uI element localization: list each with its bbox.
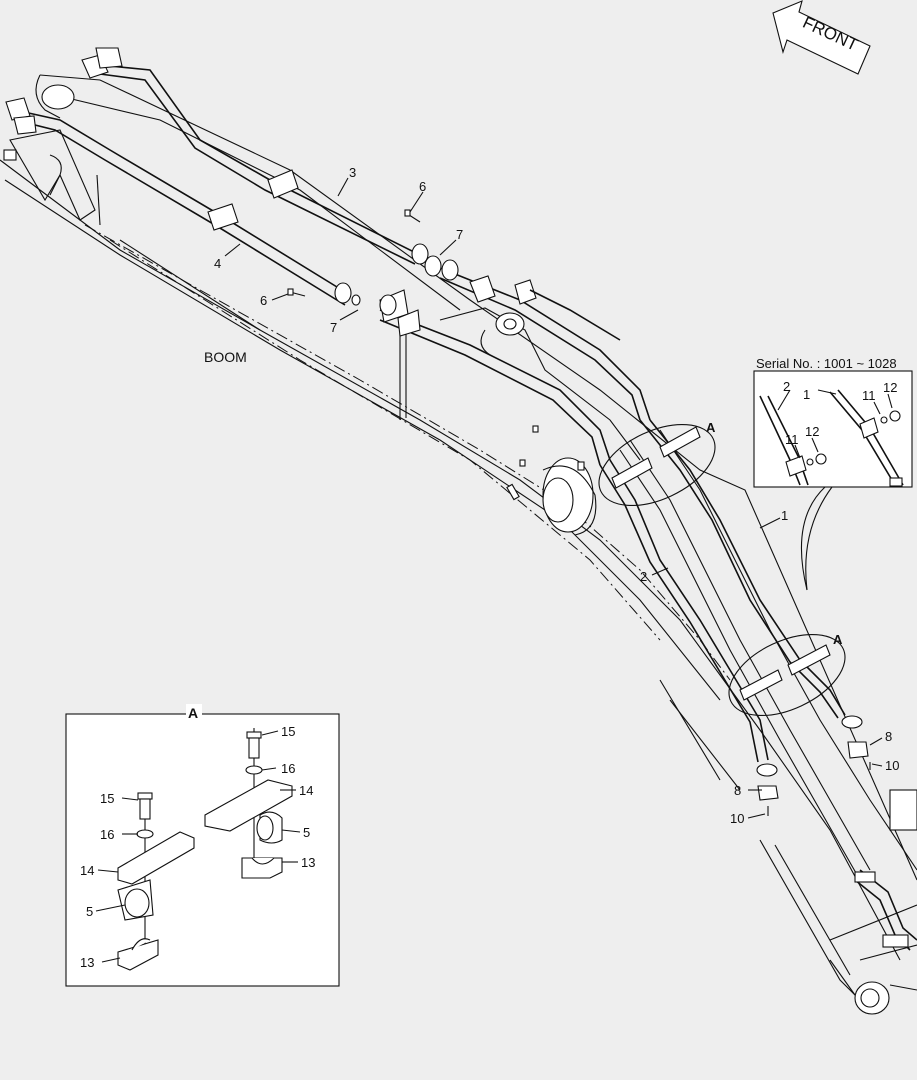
callout-4: 4 [214, 256, 221, 271]
callout-5-right: 5 [303, 825, 310, 840]
boom-label: BOOM [204, 349, 247, 365]
callout-labels: 3 6 7 4 6 7 BOOM A A 1 2 8 10 8 10 2 1 1… [80, 165, 899, 970]
callout-3: 3 [349, 165, 356, 180]
callout-14-right: 14 [299, 783, 313, 798]
callout-16-left: 16 [100, 827, 114, 842]
callout-12-inset-left: 12 [805, 424, 819, 439]
callout-5-left: 5 [86, 904, 93, 919]
boom-body [0, 74, 917, 1015]
callout-6-lower: 6 [260, 293, 267, 308]
callout-7-upper: 7 [456, 227, 463, 242]
callout-13-right: 13 [301, 855, 315, 870]
callout-6-upper: 6 [419, 179, 426, 194]
callout-2-main: 2 [640, 569, 647, 584]
clamp-group-lower [728, 634, 846, 716]
callout-a-upper: A [706, 420, 716, 435]
callout-11-inset-right: 11 [862, 388, 876, 403]
callout-10-right: 10 [885, 758, 899, 773]
callout-8-left: 8 [734, 783, 741, 798]
callout-8-right: 8 [885, 729, 892, 744]
callout-10-left: 10 [730, 811, 744, 826]
callout-11-inset-left: 11 [785, 432, 799, 447]
leader-lines [95, 177, 893, 963]
callout-a-lower: A [833, 632, 843, 647]
callout-15-right: 15 [281, 724, 295, 739]
front-direction-arrow: FRONT [772, 0, 871, 75]
callout-14-left: 14 [80, 863, 94, 878]
callout-13-left: 13 [80, 955, 94, 970]
detail-a-title: A [188, 705, 198, 721]
clamp-group-upper [598, 424, 716, 506]
callout-16-right: 16 [281, 761, 295, 776]
callout-12-inset-right: 12 [883, 380, 897, 395]
callout-7-lower: 7 [330, 320, 337, 335]
callout-15-left: 15 [100, 791, 114, 806]
pipe-group-upper [5, 47, 651, 466]
callout-1-main: 1 [781, 508, 788, 523]
callout-2-inset: 2 [783, 379, 790, 394]
callout-1-inset: 1 [803, 387, 810, 402]
serial-inset: Serial No. : 1001 ~ 1028 [753, 356, 913, 591]
serial-number-title: Serial No. : 1001 ~ 1028 [756, 356, 897, 371]
detail-a-box: A [65, 704, 340, 987]
